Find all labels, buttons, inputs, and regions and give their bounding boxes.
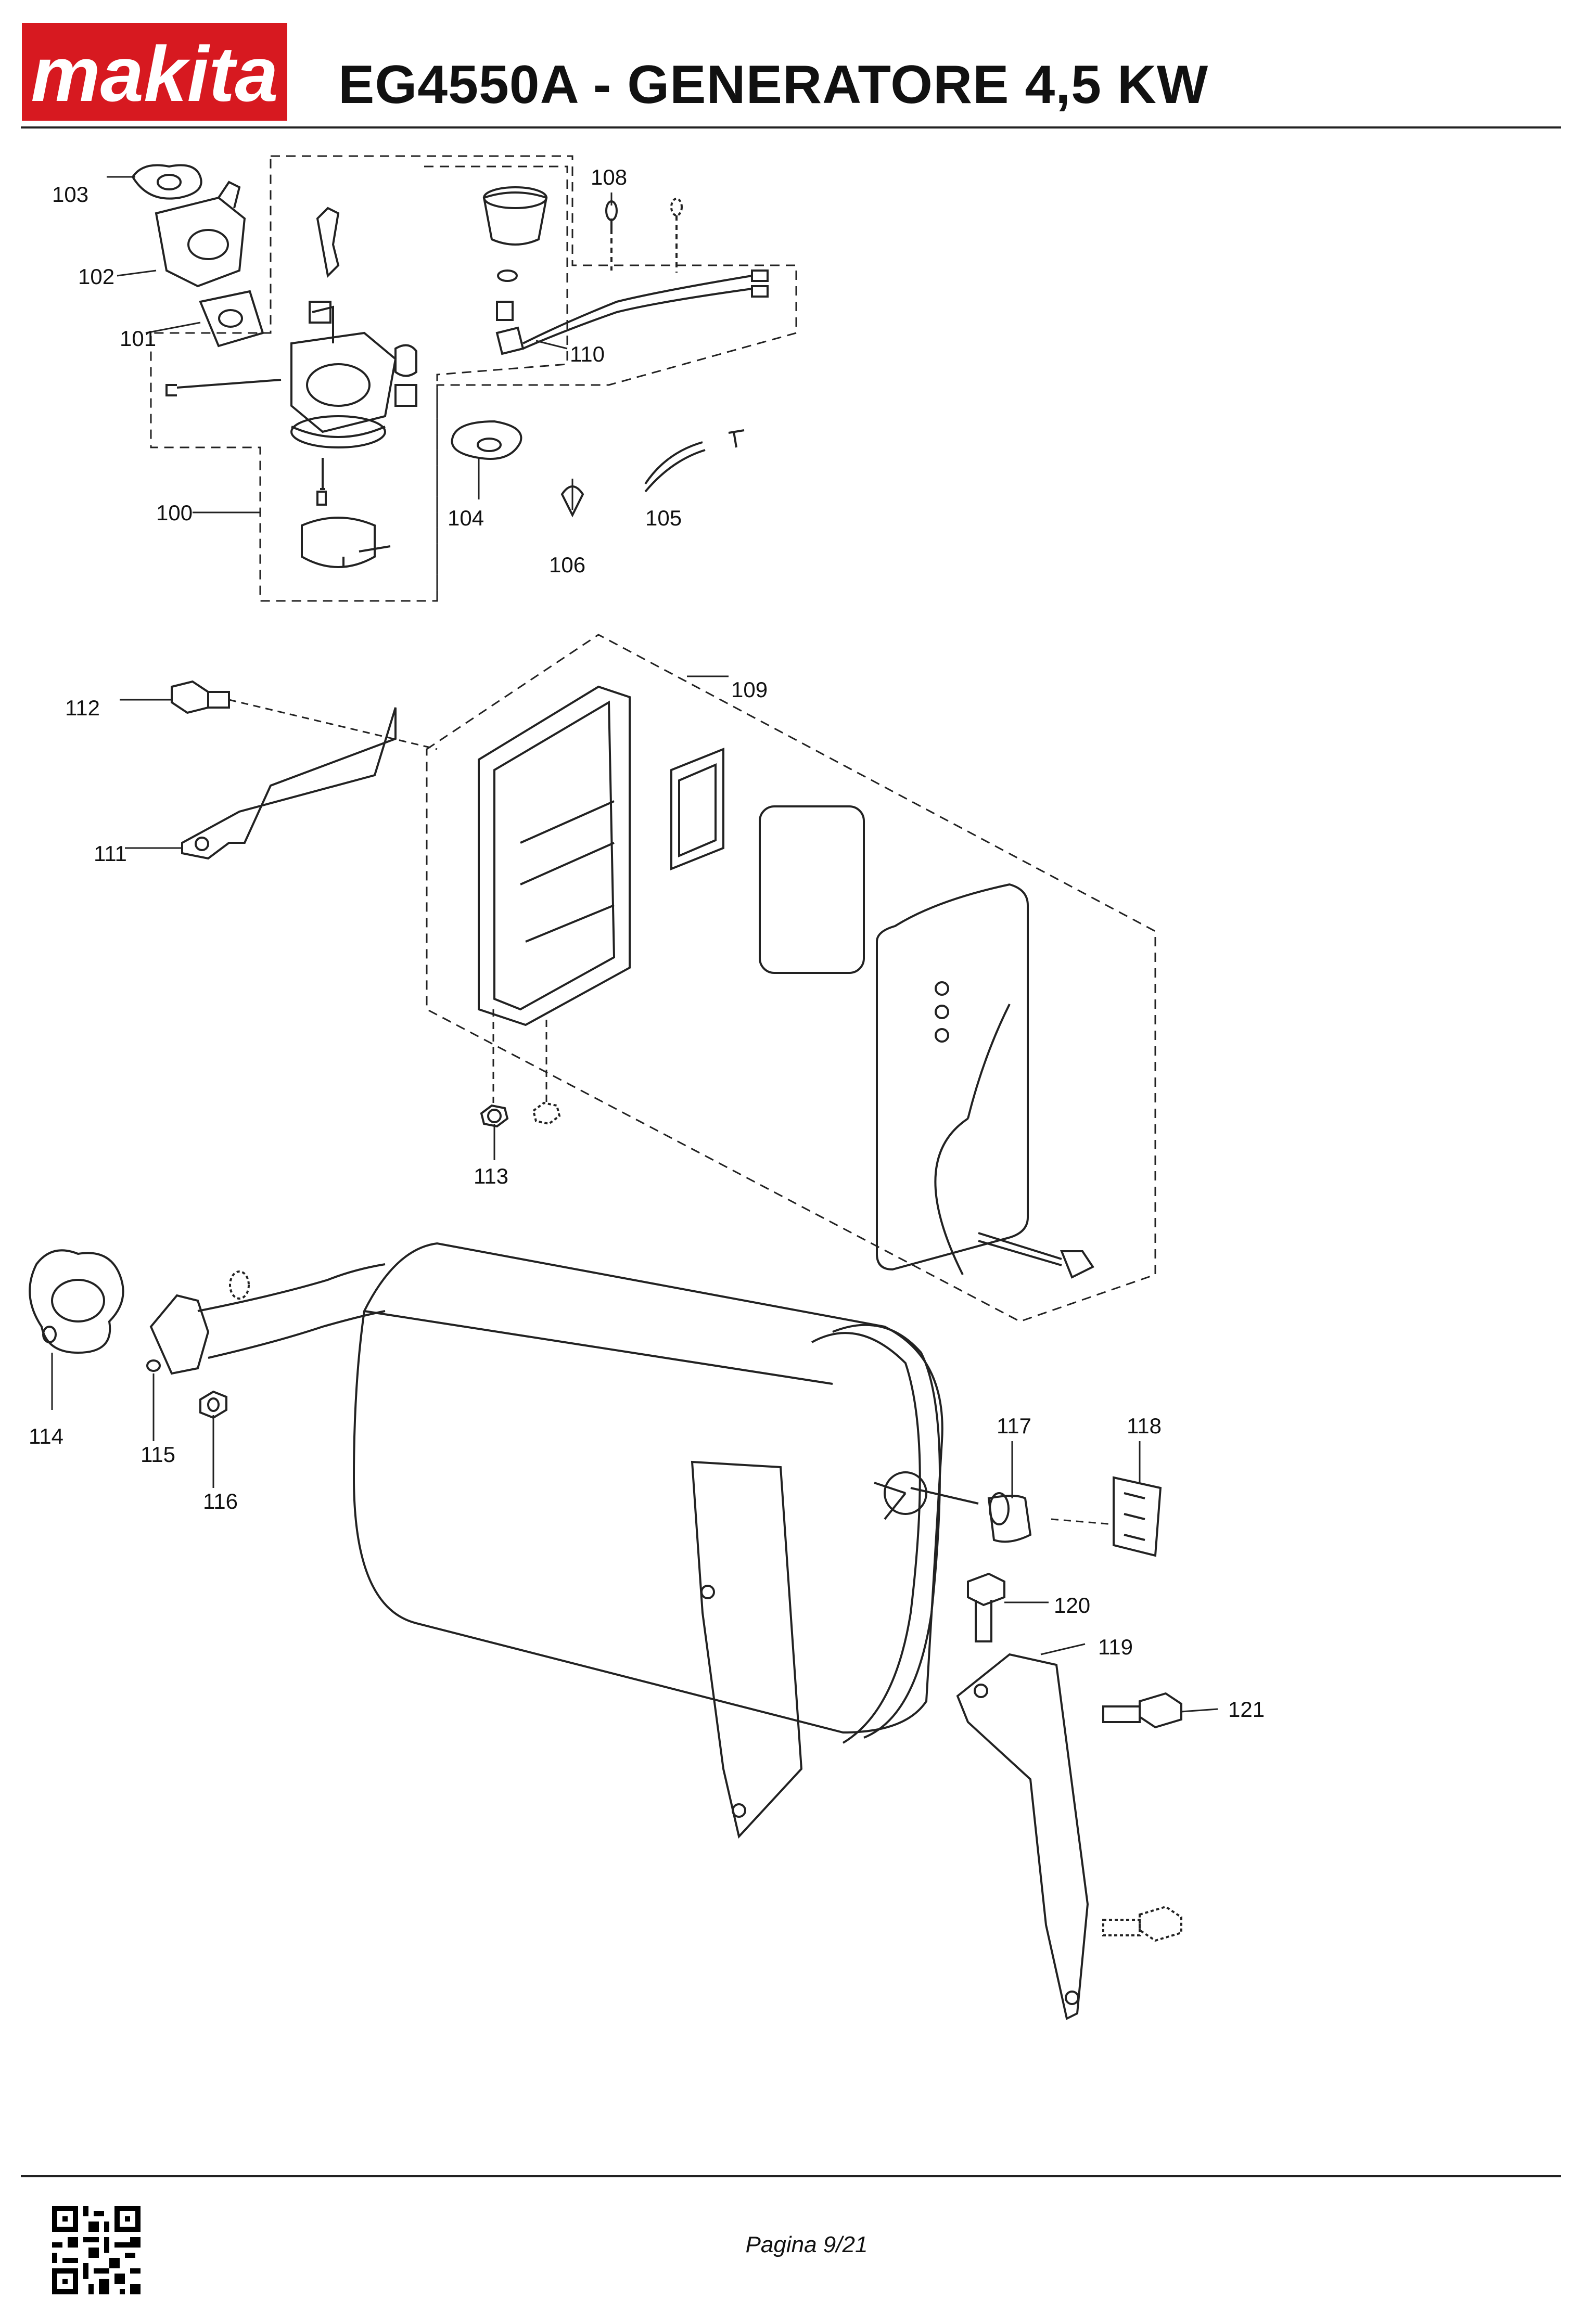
part-label-116: 116	[203, 1489, 238, 1513]
page-number: Pagina 9/21	[745, 2232, 868, 2257]
header-divider	[21, 126, 1561, 129]
part-label-111: 111	[94, 841, 127, 866]
part-label-117: 117	[997, 1414, 1031, 1438]
part-label-110: 110	[570, 342, 605, 366]
svg-text:makita: makita	[31, 30, 278, 118]
footer-divider	[21, 2175, 1561, 2177]
part-label-104: 104	[448, 506, 484, 530]
part-label-114: 114	[29, 1424, 63, 1448]
muffler-group	[29, 1242, 1182, 2020]
part-label-112: 112	[65, 696, 100, 720]
qr-code-icon	[52, 2206, 141, 2294]
part-label-121: 121	[1228, 1697, 1265, 1722]
page-title: EG4550A - GENERATORE 4,5 KW	[338, 55, 1209, 115]
leader-lines	[51, 176, 1218, 1713]
part-labels: 103 102 101 100 108 110 104 105 106 109 …	[29, 165, 1265, 1722]
air-filter-group	[171, 634, 1156, 1323]
part-label-109: 109	[731, 677, 768, 702]
part-label-100: 100	[156, 500, 193, 525]
part-label-101: 101	[120, 326, 156, 351]
part-label-102: 102	[78, 264, 114, 289]
part-label-113: 113	[474, 1164, 508, 1188]
carburetor-group	[131, 155, 797, 602]
part-label-103: 103	[52, 182, 88, 207]
makita-logo: makita	[22, 23, 287, 121]
part-label-105: 105	[645, 506, 682, 530]
part-label-119: 119	[1098, 1635, 1133, 1659]
part-label-120: 120	[1054, 1593, 1090, 1617]
part-label-115: 115	[141, 1442, 175, 1467]
part-label-106: 106	[549, 553, 585, 577]
part-label-108: 108	[591, 165, 627, 189]
part-label-118: 118	[1127, 1414, 1162, 1438]
